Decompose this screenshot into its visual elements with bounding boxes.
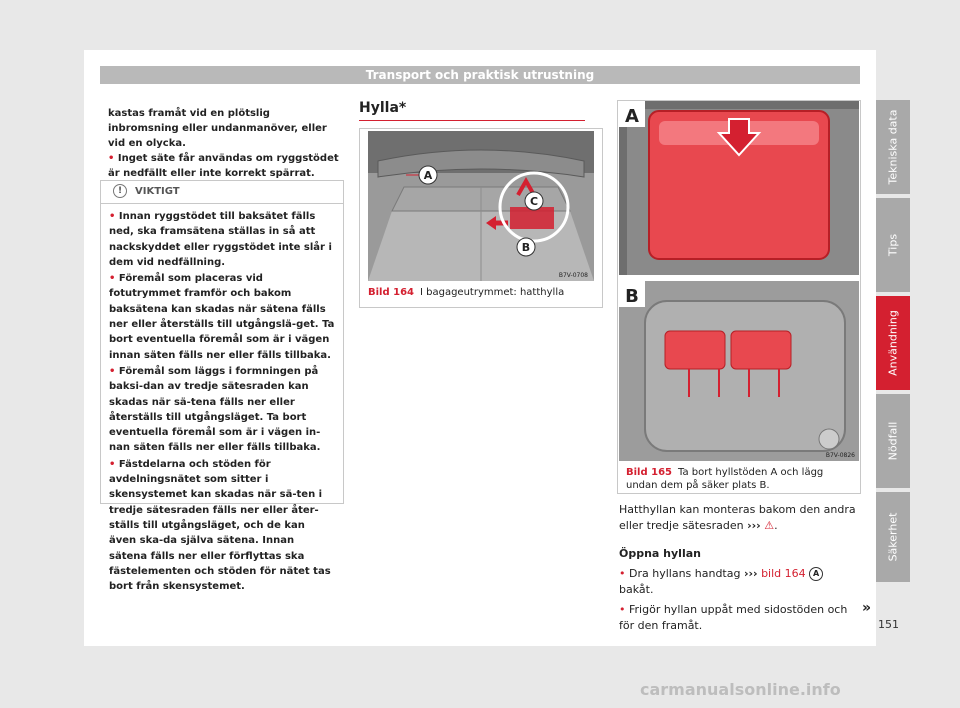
instruction-paragraph-text: Hatthyllan kan monteras bakom den andra … xyxy=(619,503,856,532)
tab-sakerhet[interactable]: Säkerhet xyxy=(876,492,910,582)
figure-label: Bild 165 xyxy=(626,467,672,478)
step-text-end: bakåt. xyxy=(619,583,654,596)
warning-item-text: Innan ryggstödet till baksätet fälls ned… xyxy=(109,211,332,268)
tab-label: Säkerhet xyxy=(886,512,900,562)
warning-title: VIKTIGT xyxy=(135,186,180,197)
figure-caption: Bild 164 I bagageutrymmet: hatthylla xyxy=(360,281,602,304)
figure-caption-text: Ta bort hyllstöden A och lägg undan dem … xyxy=(626,467,824,491)
info-icon: ! xyxy=(113,184,127,198)
bullet-icon: • xyxy=(109,273,116,285)
intro-bullet-text: Inget säte får användas om ryggstödet är… xyxy=(108,153,339,179)
bullet-icon: • xyxy=(619,567,626,580)
figure-label: Bild 164 xyxy=(368,287,414,298)
warning-item: • Innan ryggstödet till baksätet fälls n… xyxy=(109,209,335,270)
intro-paragraph: kastas framåt vid en plötslig inbromsnin… xyxy=(108,108,327,149)
step-item: • Dra hyllans handtag ››› bild 164 A bak… xyxy=(619,566,859,598)
marker-b: B xyxy=(522,241,530,254)
warning-header: ! VIKTIGT xyxy=(101,181,343,204)
tab-label: Nödfall xyxy=(886,421,900,461)
warning-item-text: Föremål som placeras vid fotutrymmet fra… xyxy=(109,273,335,361)
figure-code: B7V-0708 xyxy=(559,272,588,279)
warning-item: • Fästdelarna och stöden för avdelningsn… xyxy=(109,457,335,595)
instruction-paragraph: Hatthyllan kan monteras bakom den andra … xyxy=(619,503,856,532)
warning-item-text: Föremål som läggs i formningen på baksi-… xyxy=(109,365,321,454)
bullet-icon: • xyxy=(109,211,116,222)
bullet-icon: • xyxy=(108,153,115,164)
ref-arrows: ››› xyxy=(747,519,761,532)
continue-icon: » xyxy=(862,600,872,616)
figure-code: B7V-0826 xyxy=(826,452,855,459)
bullet-icon: • xyxy=(109,458,116,470)
page-number: 151 xyxy=(878,618,899,631)
step-text: Dra hyllans handtag xyxy=(629,567,741,580)
step-text: Frigör hyllan uppåt med sidostöden och f… xyxy=(619,603,848,632)
tab-anvandning[interactable]: Användning xyxy=(876,296,910,390)
page-header: Transport och praktisk utrustning xyxy=(100,66,860,84)
warning-triangle-icon: ⚠ xyxy=(764,519,775,532)
warning-item: • Föremål som läggs i formningen på baks… xyxy=(109,364,335,456)
marker-c: C xyxy=(530,195,538,208)
figure-164: A C B B7V-0708 Bild 164 I bagageutrymmet:… xyxy=(359,128,603,308)
tab-label: Tips xyxy=(886,233,900,257)
intro-bullet: • Inget säte får användas om ryggstödet … xyxy=(108,151,342,181)
cargo-area-illustration: A C B B7V-0708 xyxy=(368,131,594,281)
warning-box: ! VIKTIGT • Innan ryggstödet till baksäte… xyxy=(100,180,344,592)
step-item: • Frigör hyllan uppåt med sidostöden och… xyxy=(619,602,859,634)
tab-label: Användning xyxy=(886,310,900,376)
section-title: Hylla* xyxy=(359,100,585,121)
figure-reference-link[interactable]: bild 164 xyxy=(761,567,806,580)
bullet-icon: • xyxy=(109,365,116,377)
warning-body: • Innan ryggstödet till baksätet fälls n… xyxy=(101,204,343,594)
figure-caption-text: I bagageutrymmet: hatthylla xyxy=(420,287,565,298)
warning-item-text: Fästdelarna och stöden för avdelningsnät… xyxy=(109,458,331,593)
panel-a-label: A xyxy=(625,106,639,127)
marker-a: A xyxy=(424,169,433,182)
marker-circle: A xyxy=(809,567,824,581)
tab-label: Tekniska data xyxy=(886,109,900,185)
watermark: carmanualsonline.info xyxy=(640,680,841,699)
instructions-block: Hatthyllan kan monteras bakom den andra … xyxy=(619,502,859,634)
tab-nodfall[interactable]: Nödfall xyxy=(876,394,910,488)
intro-text-block: kastas framåt vid en plötslig inbromsnin… xyxy=(108,106,342,181)
panel-b-label: B xyxy=(625,286,639,307)
tab-tips[interactable]: Tips xyxy=(876,198,910,292)
subheading: Öppna hyllan xyxy=(619,547,701,560)
bullet-icon: • xyxy=(619,603,626,616)
tab-tekniska-data[interactable]: Tekniska data xyxy=(876,100,910,194)
shelf-support-illustration: A B B7V-0826 xyxy=(619,101,859,461)
warning-item: • Föremål som placeras vid fotutrymmet f… xyxy=(109,271,335,363)
ref-arrows: ››› xyxy=(743,567,758,580)
